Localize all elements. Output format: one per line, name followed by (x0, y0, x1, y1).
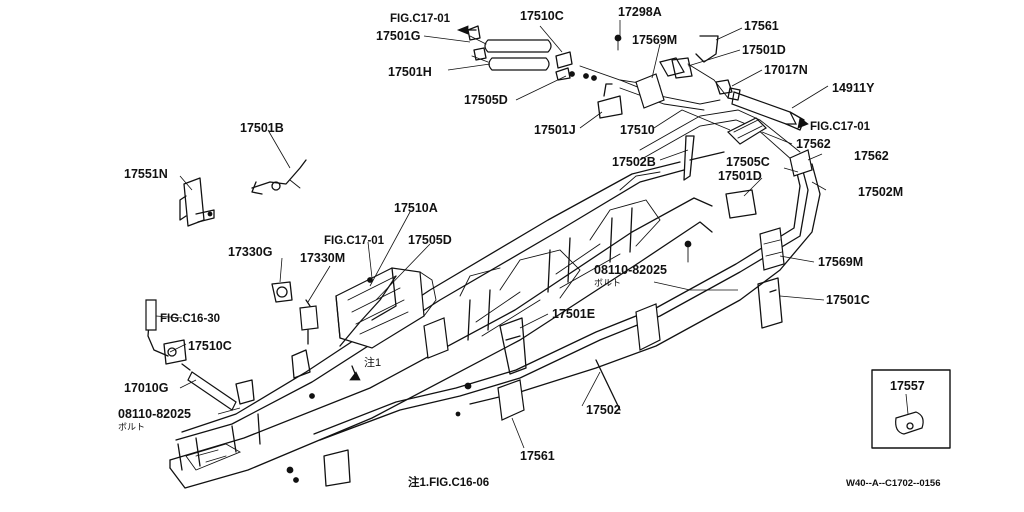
label-17502: 17502 (586, 403, 621, 417)
part-labels: 17510C 17298A 17561 17501G 17569M 17501D… (118, 5, 925, 463)
label-17501d-mid: 17501D (718, 169, 762, 183)
chassis-frame (169, 161, 713, 489)
label-17562a: 17562 (796, 137, 831, 151)
japanese-annotations: ボルト ボルト 注1 (118, 278, 621, 432)
label-17510: 17510 (620, 123, 655, 137)
label-17502m: 17502M (858, 185, 903, 199)
fuel-tank (335, 267, 437, 349)
bolt-note-right: ボルト (594, 278, 621, 288)
fasteners (286, 34, 692, 483)
label-17505c: 17505C (726, 155, 770, 169)
fig-ref-c17-top: FIG.C17-01 (390, 13, 451, 25)
label-17505d-top: 17505D (464, 93, 508, 107)
fig-arrows (349, 25, 809, 381)
fig-ref-c17-right: FIG.C17-01 (810, 121, 871, 133)
footer: 注1.FIG.C16-06 W40--A--C1702--0156 (408, 475, 941, 489)
label-17501g: 17501G (376, 29, 420, 43)
label-08110-right: 08110-82025 (594, 263, 667, 277)
label-17330g: 17330G (228, 245, 272, 259)
label-17557: 17557 (890, 379, 925, 393)
label-17561-bottom: 17561 (520, 449, 555, 463)
label-17551n: 17551N (124, 167, 168, 181)
figure-references: FIG.C17-01 FIG.C17-01 FIG.C17-01 FIG.C16… (160, 13, 871, 325)
label-17510a: 17510A (394, 201, 438, 215)
label-17569m-top: 17569M (632, 33, 677, 47)
note-marker: 注1 (364, 355, 381, 369)
label-17017n: 17017N (764, 63, 808, 77)
brackets (179, 35, 783, 487)
label-17501j: 17501J (534, 123, 576, 137)
label-17501e: 17501E (552, 307, 595, 321)
drawing-code: W40--A--C1702--0156 (846, 478, 941, 489)
hoses (145, 25, 805, 411)
footnote: 注1.FIG.C16-06 (408, 475, 489, 489)
label-17502b: 17502B (612, 155, 656, 169)
fig-ref-c17-mid: FIG.C17-01 (324, 235, 385, 247)
label-17510c-top: 17510C (520, 9, 564, 23)
label-08110-left: 08110-82025 (118, 407, 191, 421)
label-17569m-right: 17569M (818, 255, 863, 269)
label-17561-top: 17561 (744, 19, 779, 33)
clamp-blocks (423, 57, 813, 421)
leader-lines (155, 20, 829, 449)
label-17501d-top: 17501D (742, 43, 786, 57)
label-17330m: 17330M (300, 251, 345, 265)
fig-ref-c16-left: FIG.C16-30 (160, 313, 220, 325)
label-17510c-left: 17510C (188, 339, 232, 353)
label-17298a: 17298A (618, 5, 662, 19)
label-17501c-right: 17501C (826, 293, 870, 307)
label-17501h: 17501H (388, 65, 432, 79)
label-17501b: 17501B (240, 121, 284, 135)
bolt-note-left: ボルト (118, 422, 145, 432)
label-17562b: 17562 (854, 149, 889, 163)
fuel-lines (313, 63, 821, 441)
label-17505d-mid: 17505D (408, 233, 452, 247)
label-17010g: 17010G (124, 381, 168, 395)
label-14911y: 14911Y (832, 81, 875, 95)
inset-box-17557 (871, 369, 951, 449)
